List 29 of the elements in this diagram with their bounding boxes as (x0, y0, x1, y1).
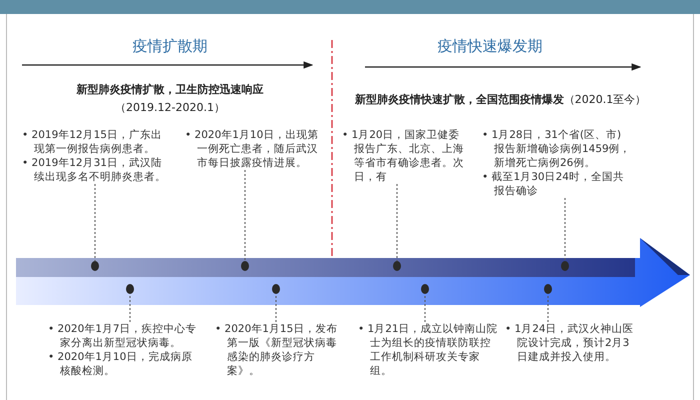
timeline-dot (91, 261, 99, 271)
leader-line (424, 294, 426, 322)
event-text: • 1月28日，31个省(区、市)报告新增确诊病例1459例，新增死亡病例26例。 (482, 128, 632, 170)
leader-line (244, 170, 246, 262)
date-range: （2019.12-2020.1） (115, 101, 225, 114)
event-text: • 1月21日，成立以钟南山院士为组长的疫情联防联控工作机制科研攻关专家组。 (358, 322, 498, 378)
leader-line (94, 184, 96, 262)
phase-title: 疫情快速爆发期 (438, 37, 542, 55)
event-text: • 2019年12月15日，广东出现第一例报告病例患者。 (22, 128, 163, 156)
timeline-dot (544, 284, 552, 294)
event-text: • 2020年1月15日，发布第一版《新型冠状病毒感染的肺炎诊疗方案》。 (215, 322, 338, 378)
event-text: • 2020年1月7日，疾控中心专家分离出新型冠状病毒。 (48, 322, 198, 350)
phase-subtitle: 新型肺炎疫情快速扩散，全国范围疫情爆发（2020.1至今） (354, 93, 646, 106)
phase-subtitle: 新型肺炎疫情扩散，卫生防控迅速响应 (76, 83, 264, 96)
timeline-dot (561, 261, 569, 271)
event-text: • 2019年12月31日，武汉陆续出现多名不明肺炎患者。 (22, 156, 167, 184)
event-text: • 2020年1月10日，出现第一例死亡患者，随后武汉市每日披露疫情进展。 (185, 128, 320, 170)
event-text: • 2020年1月10日，完成病原核酸检测。 (48, 350, 194, 378)
timeline-dot (272, 284, 280, 294)
event-text: • 1月20日，国家卫健委报告广东、北京、上海等省市有确诊患者。次日，有 (342, 128, 465, 184)
timeline-dot (241, 261, 249, 271)
phase-title: 疫情扩散期 (132, 37, 208, 55)
event-text: • 1月24日，武汉火神山医院设计完成，预计2月3日建成并投入使用。 (505, 322, 635, 364)
leader-line (564, 198, 566, 262)
timeline-dot (393, 261, 401, 271)
timeline-dot (421, 284, 429, 294)
timeline-dot (126, 284, 134, 294)
event-text: • 截至1月30日24时，全国共报告确诊 (482, 170, 625, 198)
leader-line (396, 184, 398, 262)
